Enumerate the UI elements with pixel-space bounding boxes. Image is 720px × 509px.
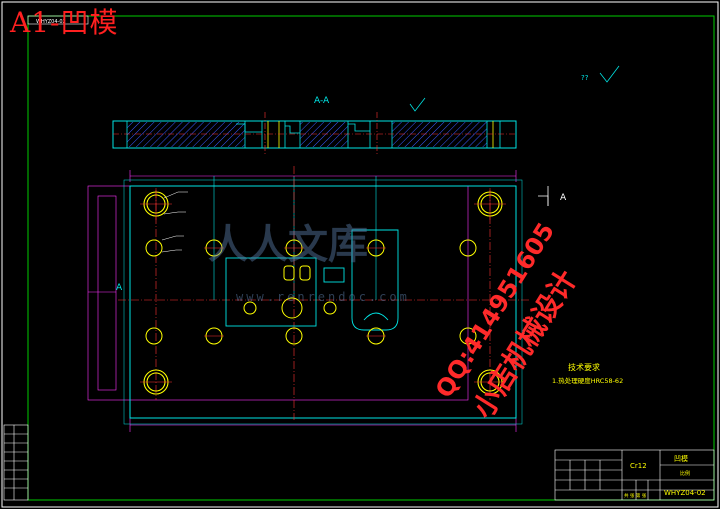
tech-title: 技术要求 — [568, 362, 600, 372]
side-view-arrow — [538, 186, 549, 206]
plan-view: A A 技术要求 1.热处理硬度HRC58-62 — [87, 166, 623, 432]
title-drawing-no: WHYZ04-02 — [664, 489, 706, 497]
title-part-name: 凹模 — [674, 454, 688, 463]
section-plate-outline — [112, 120, 517, 149]
top-left-stamp: WHYZ04-02 — [27, 15, 89, 25]
plan-plate-outline — [129, 185, 517, 419]
roughness-symbol-section — [409, 97, 426, 112]
die-cavity — [225, 229, 399, 331]
title-block: 凹模 Cr12 比例 共 张 第 张 WHYZ04-02 — [554, 449, 715, 501]
title-material: Cr12 — [630, 462, 647, 470]
plan-centerlines — [118, 166, 530, 420]
roughness-symbol-corner — [599, 65, 620, 83]
side-marker: A — [116, 283, 123, 293]
drawing-border — [27, 15, 715, 501]
section-hatch-left — [127, 122, 245, 147]
section-label: A-A — [314, 96, 330, 106]
section-view-aa: A-A ?? — [112, 65, 620, 155]
section-hatch-mid — [300, 122, 348, 147]
title-sheet-label: 共 张 第 张 — [624, 492, 647, 499]
section-hatch-right — [392, 122, 487, 147]
left-revision-table — [3, 424, 29, 501]
plan-inner-outline — [123, 179, 523, 425]
view-marker: A — [560, 193, 567, 203]
watermark-logo-text: 人人文库 — [208, 221, 368, 268]
title-scale-label: 比例 — [680, 470, 690, 477]
top-left-stamp-text: WHYZ04-02 — [36, 19, 66, 25]
tech-note: 1.热处理硬度HRC58-62 — [552, 376, 623, 385]
overlay-title: A1-凹模 — [10, 6, 119, 39]
watermark-site: www.renrendoc.com — [236, 290, 410, 304]
roughness-note: ?? — [581, 74, 589, 82]
